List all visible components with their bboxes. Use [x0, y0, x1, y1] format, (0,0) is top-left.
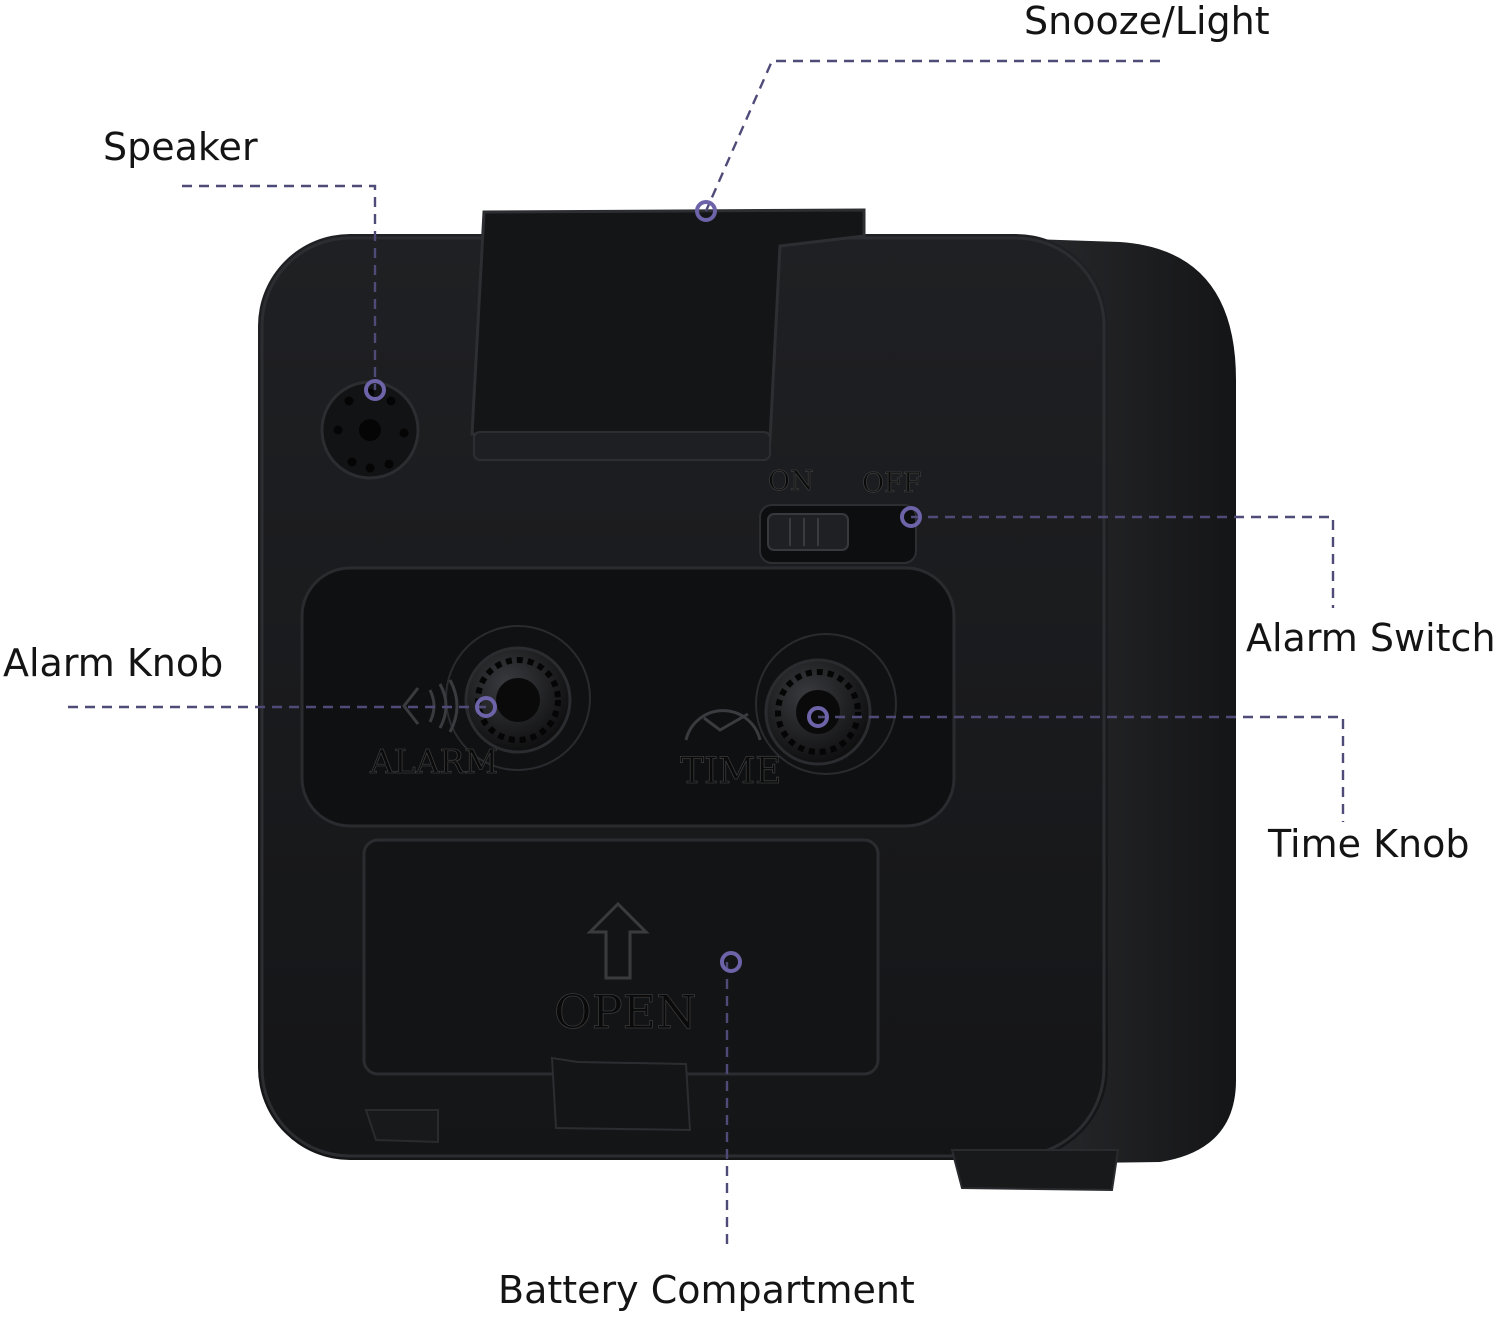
marker-dots: [364, 200, 922, 973]
leader-time-knob: [818, 715, 1345, 822]
label-alarm-switch: Alarm Switch: [1246, 616, 1496, 660]
alarm-engraving: ALARM: [369, 742, 498, 781]
leader-lines: [68, 59, 1345, 1250]
alarm-switch[interactable]: [759, 504, 917, 564]
label-alarm-knob: Alarm Knob: [3, 641, 223, 685]
time-knob[interactable]: [755, 633, 897, 775]
foot-left: [364, 1109, 439, 1144]
label-speaker: Speaker: [103, 125, 258, 169]
marker-time-knob: [807, 706, 829, 728]
label-battery-compartment: Battery Compartment: [498, 1268, 915, 1312]
leader-speaker: [182, 184, 377, 390]
switch-off-label: OFF: [862, 468, 922, 499]
marker-alarm-switch: [900, 506, 922, 528]
label-time-knob: Time Knob: [1267, 822, 1469, 866]
marker-alarm-knob: [475, 696, 497, 718]
time-engraving: TIME: [680, 751, 781, 792]
alarm-knob[interactable]: [445, 625, 591, 771]
foot-right: [950, 1149, 1120, 1192]
marker-battery: [720, 951, 742, 973]
clock-icon: [684, 709, 762, 741]
marker-snooze-light: [695, 200, 717, 222]
leader-alarm-switch: [911, 515, 1335, 608]
open-engraving: OPEN: [554, 985, 697, 1039]
clock-body: ON OFF ALARM: [258, 208, 1236, 1192]
label-snooze-light: Snooze/Light: [1024, 0, 1270, 43]
marker-speaker: [364, 379, 386, 401]
switch-on-label: ON: [768, 466, 814, 497]
arrow-up-icon: [586, 901, 650, 980]
battery-latch[interactable]: [550, 1056, 692, 1132]
leader-snooze-light: [704, 59, 1160, 212]
callout-labels: Snooze/Light Speaker Alarm Knob Alarm Sw…: [3, 0, 1496, 1312]
